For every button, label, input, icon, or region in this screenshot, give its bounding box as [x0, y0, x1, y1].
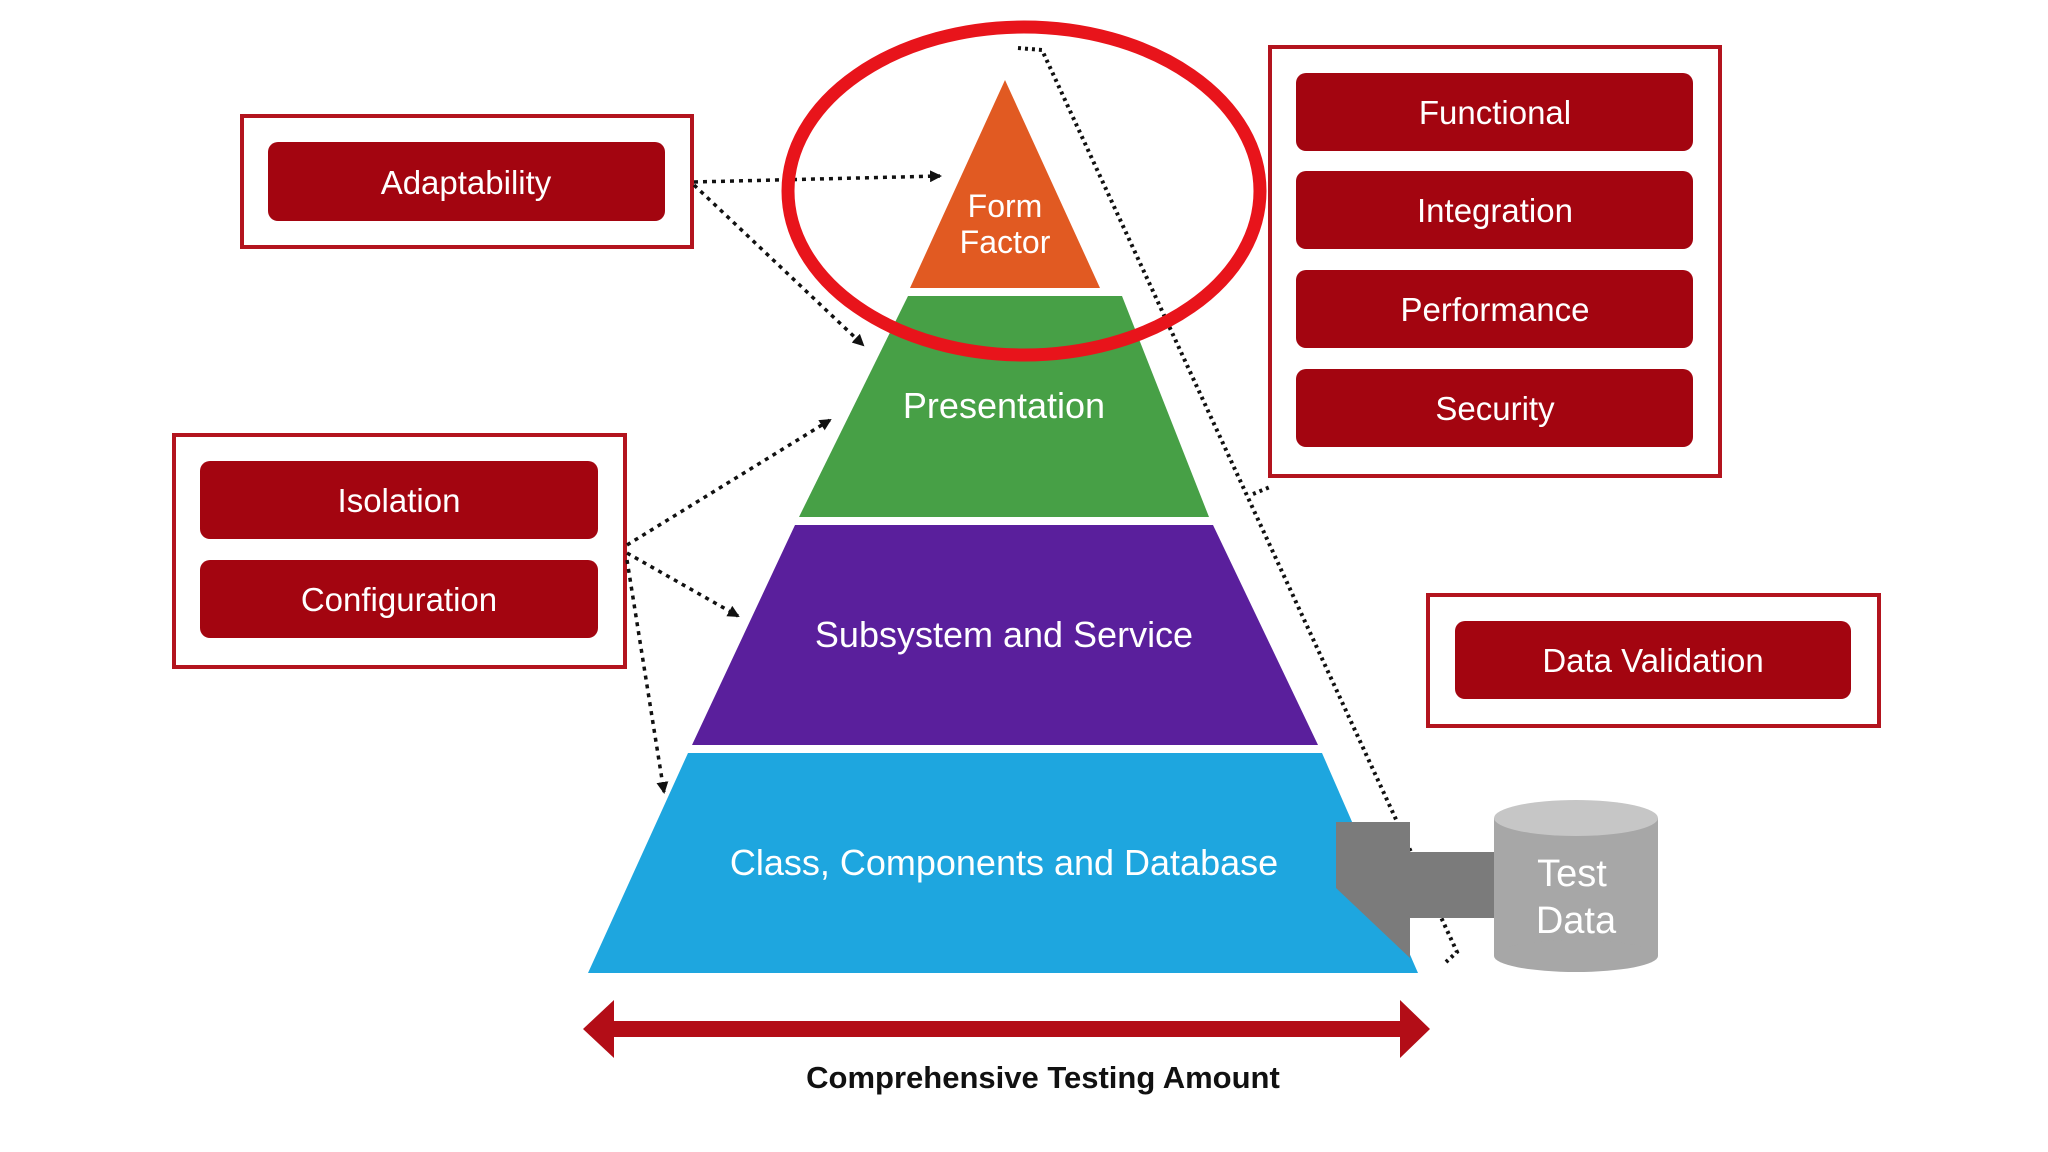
test-data-label-line2: Data: [1536, 900, 1617, 942]
tier-form-factor-label-line1: Form: [968, 188, 1043, 224]
functional-button[interactable]: [1296, 73, 1693, 151]
tier-class-components: [588, 753, 1418, 973]
arrow-adaptability-to-form-factor: [693, 170, 942, 184]
pyramid-bracket: [1017, 46, 1460, 964]
tier-subsystem-label: Subsystem and Service: [815, 614, 1193, 655]
integration-button-label: Integration: [1417, 192, 1573, 229]
caption: Comprehensive Testing Amount: [806, 1060, 1280, 1095]
bracket-tick: [1252, 485, 1271, 496]
integration-button[interactable]: [1296, 171, 1693, 249]
test-data-input-arrow: [1336, 822, 1500, 958]
configuration-button-label: Configuration: [301, 581, 497, 618]
performance-button-label: Performance: [1401, 291, 1590, 328]
functional-button-label: Functional: [1419, 94, 1571, 131]
panel-test-types: Functional Integration Performance Secur…: [1268, 45, 1722, 478]
configuration-button[interactable]: [200, 560, 598, 638]
tier-form-factor-label-line2: Factor: [960, 224, 1051, 260]
arrow-configuration-to-class: [625, 559, 669, 794]
tier-class-components-label: Class, Components and Database: [730, 842, 1278, 883]
data-validation-button-label: Data Validation: [1542, 642, 1763, 679]
tier-presentation-label: Presentation: [903, 385, 1105, 426]
arrow-isolation-to-subsystem: [626, 551, 740, 618]
isolation-button[interactable]: [200, 461, 598, 539]
arrow-isolation-to-presentation: [626, 418, 832, 547]
testing-amount-arrow: [583, 1000, 1430, 1058]
pyramid: Form Factor Presentation Subsystem and S…: [588, 80, 1418, 973]
arrow-adaptability-to-presentation: [692, 183, 865, 347]
data-validation-button[interactable]: [1455, 621, 1851, 699]
panel-data-validation: Data Validation: [1426, 593, 1881, 728]
test-data-label-line1: Test: [1537, 853, 1607, 895]
tier-subsystem: [692, 525, 1318, 745]
highlight-circle: [781, 20, 1267, 362]
panel-adaptability: Adaptability: [240, 114, 694, 249]
adaptability-button-label: Adaptability: [381, 164, 552, 201]
security-button[interactable]: [1296, 369, 1693, 447]
connector-arrows: [625, 170, 942, 794]
adaptability-button[interactable]: [268, 142, 665, 221]
tier-form-factor: [910, 80, 1100, 288]
isolation-button-label: Isolation: [338, 482, 461, 519]
test-data-cylinder: Test Data: [1494, 800, 1658, 972]
performance-button[interactable]: [1296, 270, 1693, 348]
security-button-label: Security: [1435, 390, 1555, 427]
panel-isolation-configuration: Isolation Configuration: [172, 433, 627, 669]
